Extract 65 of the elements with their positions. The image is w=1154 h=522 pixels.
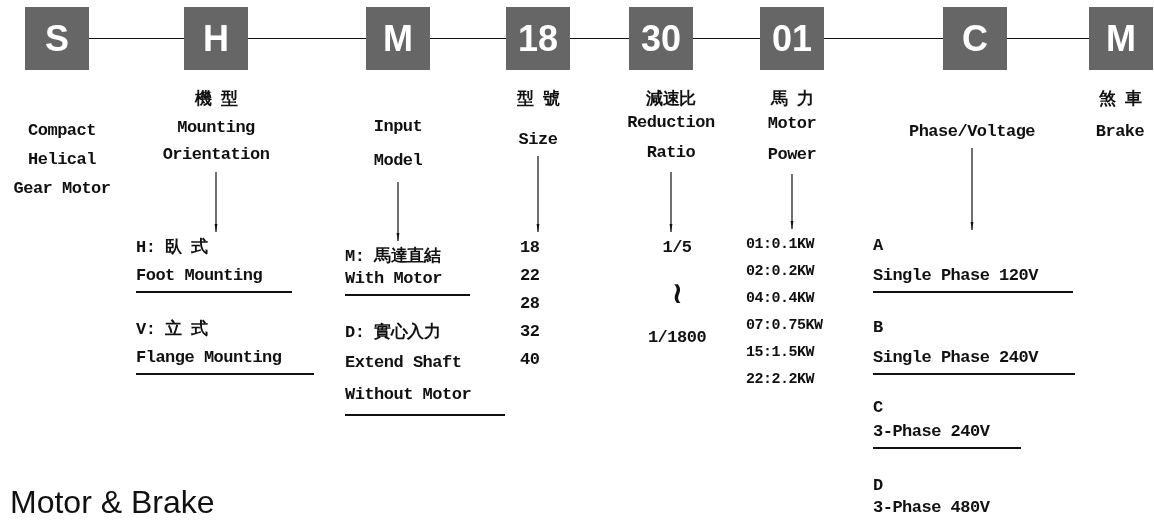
option-text: 22 <box>520 265 540 287</box>
heading-text: 型 號 <box>515 88 561 111</box>
heading-text: Brake <box>1094 121 1146 143</box>
option-text: 3-Phase 480V <box>873 496 1023 522</box>
option-code: M: 馬達直結 <box>345 245 441 268</box>
heading-text: Reduction Ratio <box>626 112 716 164</box>
description-text: Compact Helical Gear Motor <box>12 120 112 200</box>
connector-line <box>429 37 507 40</box>
code-box: S <box>25 7 89 70</box>
arrow <box>396 181 400 242</box>
option-text: Single Phase 120V <box>873 264 1073 293</box>
code-box: H <box>184 7 248 70</box>
option-text: 01:0.1KW <box>746 235 814 255</box>
heading-text: Size <box>517 129 559 151</box>
option-text: 32 <box>520 321 540 343</box>
heading-text: Input Model <box>372 116 424 172</box>
arrow <box>536 155 540 233</box>
arrow <box>214 171 218 233</box>
option-text: 40 <box>520 349 540 371</box>
option-text: 1/1800 <box>646 327 708 349</box>
heading-text: Phase/Voltage <box>907 121 1037 143</box>
heading-text: 減速比 <box>645 88 697 111</box>
option-text: 1/5 <box>661 237 693 259</box>
code-box: 18 <box>506 7 570 70</box>
connector-line <box>823 37 944 40</box>
option-text: 28 <box>520 293 540 315</box>
option-code: A <box>873 235 883 257</box>
option-text: 18 <box>520 237 540 259</box>
option-code: H: 臥 式 <box>136 236 208 259</box>
option-text: With Motor <box>345 267 470 296</box>
code-box: 30 <box>629 7 693 70</box>
option-text: 02:0.2KW <box>746 262 814 282</box>
heading-text: 煞 車 <box>1097 88 1143 111</box>
option-code: D: 實心入力 <box>345 321 441 344</box>
title-text: Motor & Brake <box>10 484 215 520</box>
connector-line <box>247 37 367 40</box>
heading-text: 馬 力 <box>769 88 815 111</box>
option-text: 22:2.2KW <box>746 370 814 390</box>
code-box: M <box>1089 7 1153 70</box>
connector-line <box>692 37 761 40</box>
connector-line <box>88 37 185 40</box>
option-text: 07:0.75KW <box>746 316 823 336</box>
option-code: D <box>873 475 883 497</box>
heading-text: Motor Power <box>766 113 818 166</box>
heading-text: Mounting Orientation <box>161 117 271 166</box>
option-text: 15:1.5KW <box>746 343 814 363</box>
heading-text: 機 型 <box>193 88 239 111</box>
range-sign: ≀ <box>670 276 684 310</box>
option-text: Single Phase 240V <box>873 346 1075 375</box>
arrow <box>790 173 794 230</box>
option-code: C <box>873 397 883 419</box>
option-text: 3-Phase 240V <box>873 420 1021 449</box>
option-text: Extend Shaft Without Motor <box>345 347 505 416</box>
option-text: Flange Mounting <box>136 346 314 375</box>
option-code: V: 立 式 <box>136 318 208 341</box>
option-text: 04:0.4KW <box>746 289 814 309</box>
code-box: 01 <box>760 7 824 70</box>
arrow <box>970 147 974 231</box>
connector-line <box>1006 37 1090 40</box>
code-box: M <box>366 7 430 70</box>
arrow <box>669 171 673 233</box>
connector-line <box>569 37 630 40</box>
option-text: Foot Mounting <box>136 264 292 293</box>
code-box: C <box>943 7 1007 70</box>
option-code: B <box>873 317 883 339</box>
